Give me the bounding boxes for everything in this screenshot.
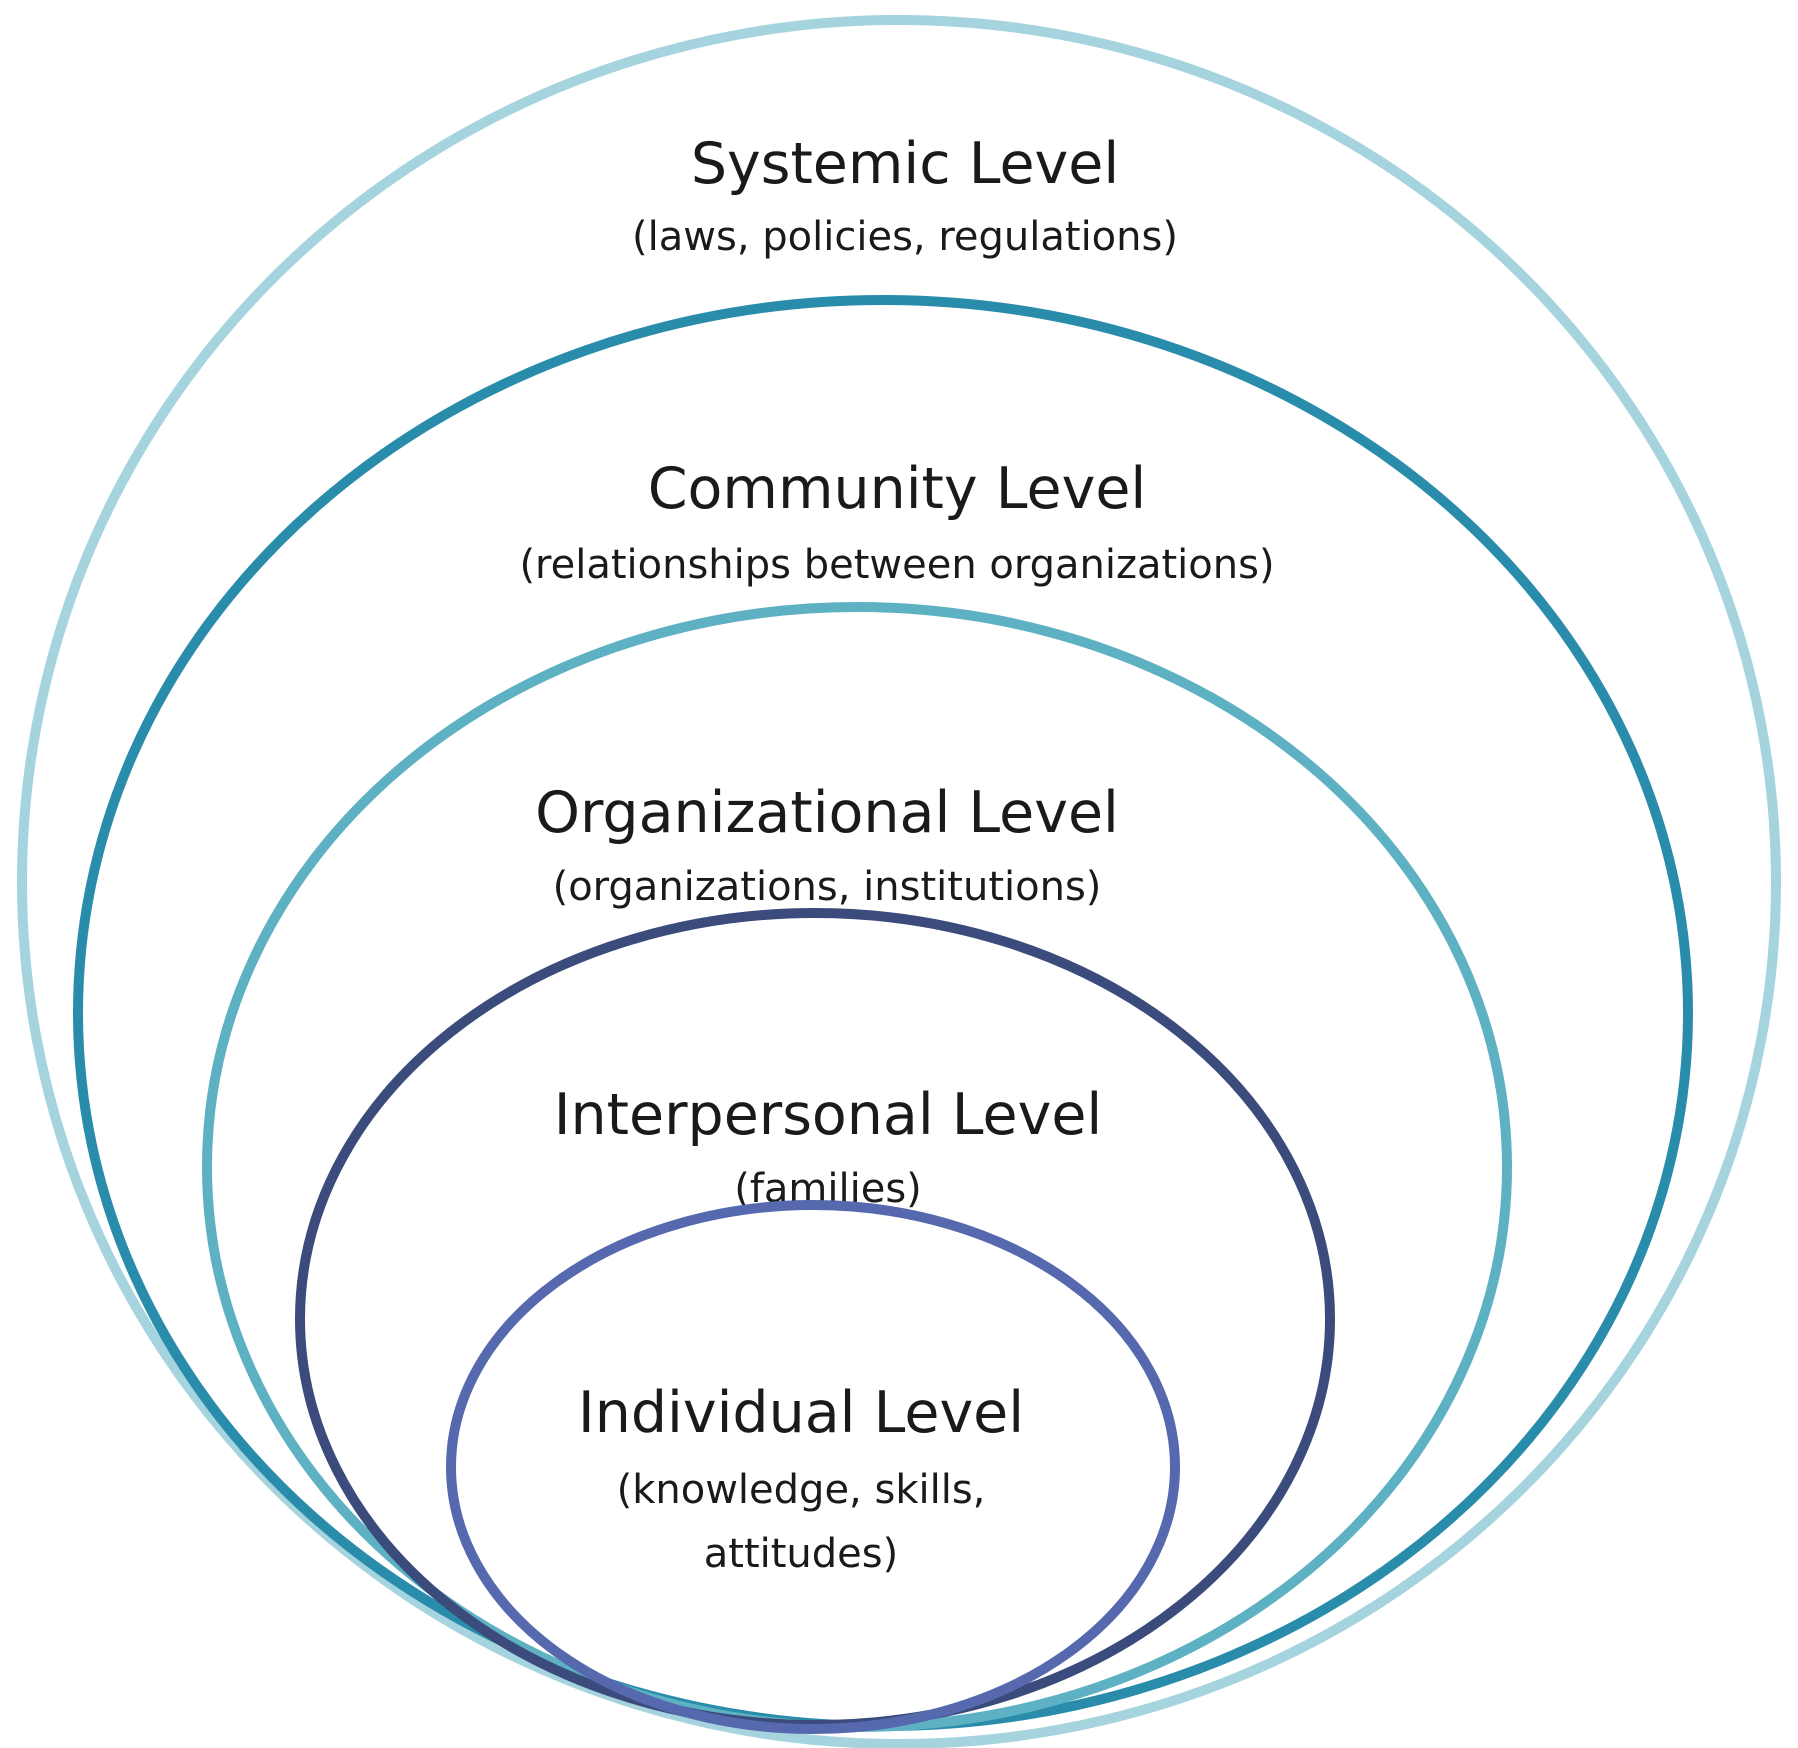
organizational-level: Organizational Level (organizations, ins… <box>202 602 1512 1732</box>
individual-level: Individual Level (knowledge, skills, att… <box>446 1200 1180 1734</box>
systemic-level: Systemic Level (laws, policies, regulati… <box>17 15 1781 1748</box>
individual-level-description-line-2: attitudes) <box>704 1531 898 1577</box>
community-level-title: Community Level <box>648 456 1146 522</box>
individual-level-description-line-1: (knowledge, skills, <box>617 1467 986 1513</box>
organizational-level-description: (organizations, institutions) <box>553 864 1102 910</box>
community-level-description: (relationships between organizations) <box>519 542 1274 588</box>
individual-level-ring <box>446 1200 1180 1734</box>
systemic-level-ring <box>17 15 1781 1748</box>
systemic-level-title: Systemic Level <box>691 131 1119 197</box>
organizational-level-title: Organizational Level <box>535 780 1119 846</box>
interpersonal-level: Interpersonal Level (families) <box>295 908 1335 1730</box>
interpersonal-level-title: Interpersonal Level <box>554 1082 1103 1148</box>
interpersonal-level-ring <box>295 908 1335 1730</box>
individual-level-title: Individual Level <box>578 1380 1024 1446</box>
systemic-level-description: (laws, policies, regulations) <box>632 214 1178 260</box>
